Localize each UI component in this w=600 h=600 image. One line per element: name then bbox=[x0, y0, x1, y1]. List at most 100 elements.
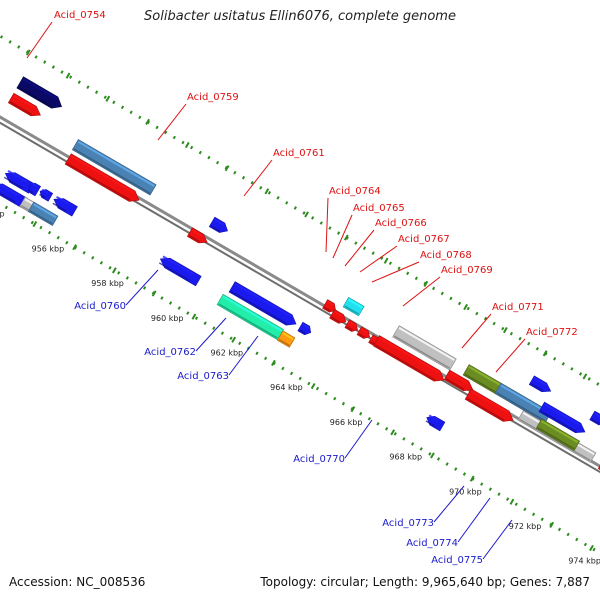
gene-highlight bbox=[302, 323, 310, 329]
gene-label-text: Acid_0763 bbox=[177, 371, 229, 382]
leader-line bbox=[195, 317, 227, 352]
gc-tick bbox=[184, 141, 190, 149]
gene-highlight bbox=[33, 203, 57, 219]
gene-body bbox=[344, 319, 358, 332]
gc-tick bbox=[32, 220, 38, 228]
gene-body bbox=[356, 326, 370, 339]
gene-highlight bbox=[282, 332, 294, 340]
gene-label-text: Acid_0767 bbox=[398, 234, 450, 245]
gene-label-text: Acid_0761 bbox=[273, 148, 325, 159]
gene-label-acid-0763: Acid_0763 bbox=[177, 335, 259, 382]
gene-arrow-blue bbox=[27, 182, 42, 197]
kbp-tick-label: 962 kbp bbox=[211, 348, 244, 357]
gene-shadow bbox=[66, 162, 131, 201]
gene-body bbox=[538, 401, 586, 434]
leader-line bbox=[26, 21, 53, 59]
leader-line bbox=[157, 103, 187, 141]
gene-label-acid-0772: Acid_0772 bbox=[495, 327, 578, 373]
gene-highlight bbox=[347, 298, 363, 309]
gene-shadow bbox=[530, 383, 543, 392]
gc-tick bbox=[145, 118, 150, 125]
gene-shadow bbox=[519, 418, 591, 462]
gc-tick bbox=[151, 290, 157, 297]
gc-tick bbox=[390, 429, 396, 436]
gene-label-text: Acid_0764 bbox=[329, 186, 381, 197]
gene-shadow bbox=[188, 235, 200, 243]
gc-tick bbox=[304, 211, 309, 218]
gene-arrow-navy bbox=[16, 76, 63, 109]
kbp-tick-label: 974 kbp bbox=[568, 557, 600, 566]
gene-label-acid-0767: Acid_0767 bbox=[359, 234, 450, 273]
gene-arrow-blue bbox=[528, 375, 552, 393]
gene-arrow-blue bbox=[39, 188, 54, 202]
gc-tick bbox=[503, 327, 508, 334]
gene-shadow bbox=[20, 205, 31, 212]
leader-line bbox=[359, 245, 398, 273]
gene-shadow bbox=[52, 202, 67, 212]
kbp-tick-label: 960 kbp bbox=[151, 314, 184, 323]
gene-highlight bbox=[378, 336, 440, 374]
gene-arrow-blue bbox=[3, 169, 35, 194]
kbp-tick-label: 954 kbp bbox=[0, 210, 5, 219]
gene-body bbox=[27, 201, 59, 227]
gene-shadow bbox=[374, 344, 436, 381]
gc-tick bbox=[542, 350, 548, 357]
gene-features bbox=[0, 76, 600, 471]
gene-arrow-blue bbox=[538, 401, 586, 434]
gene-shadow bbox=[344, 305, 359, 315]
gene-label-acid-0773: Acid_0773 bbox=[382, 485, 465, 529]
gene-arrow-red bbox=[329, 309, 347, 324]
leader-line bbox=[344, 229, 375, 267]
gc-tick bbox=[112, 267, 117, 274]
gene-body bbox=[535, 418, 581, 451]
gene-arrow-red bbox=[64, 153, 140, 202]
gene-label-acid-0762: Acid_0762 bbox=[144, 317, 227, 358]
leader-line bbox=[371, 261, 420, 283]
gene-body bbox=[53, 198, 78, 217]
kbp-tick-label: 968 kbp bbox=[389, 453, 422, 462]
gene-arrow-red bbox=[344, 319, 358, 332]
gene-shadow bbox=[39, 193, 46, 199]
gene-arrow-red bbox=[373, 335, 445, 382]
gene-label-text: Acid_0772 bbox=[526, 327, 578, 338]
gene-highlight bbox=[360, 328, 368, 334]
gene-shadow bbox=[358, 333, 365, 338]
gene-label-acid-0769: Acid_0769 bbox=[402, 265, 493, 307]
gene-highlight bbox=[540, 420, 579, 444]
gene-shadow bbox=[590, 418, 600, 425]
gene-arrow-blue bbox=[228, 281, 297, 326]
gene-shadow bbox=[330, 316, 340, 323]
gene-highlight bbox=[470, 390, 509, 414]
gene-shadow bbox=[466, 397, 505, 421]
gc-tick bbox=[105, 95, 111, 102]
leader-line bbox=[344, 419, 373, 459]
gene-body bbox=[64, 153, 140, 202]
gene-shadow bbox=[299, 329, 306, 335]
gene-highlight bbox=[24, 198, 35, 206]
gene-body bbox=[16, 76, 63, 109]
gene-shadow bbox=[369, 341, 376, 346]
gene-shadow bbox=[0, 192, 16, 203]
gene-body bbox=[186, 227, 208, 244]
gene-highlight bbox=[7, 169, 27, 183]
leader-line bbox=[482, 519, 513, 560]
gene-highlight bbox=[22, 78, 58, 100]
gc-tick bbox=[72, 244, 78, 251]
gene-arrow-orange bbox=[276, 330, 296, 348]
leader-line bbox=[402, 276, 441, 307]
gene-shadow bbox=[323, 306, 331, 312]
kbp-tick-label: 958 kbp bbox=[91, 279, 124, 288]
gene-label-acid-0768: Acid_0768 bbox=[371, 250, 472, 283]
gene-arrow-red bbox=[464, 388, 514, 422]
leader-line bbox=[228, 335, 259, 376]
gc-tick bbox=[549, 521, 555, 528]
gc-tick bbox=[463, 303, 468, 311]
gene-label-acid-0754: Acid_0754 bbox=[26, 10, 106, 59]
gene-body bbox=[228, 281, 297, 326]
map-title: Solibacter usitatus Ellin6076, complete … bbox=[144, 9, 456, 24]
gc-tick bbox=[430, 452, 435, 459]
gene-body bbox=[71, 139, 157, 196]
gene-body bbox=[329, 309, 347, 324]
gene-body bbox=[159, 257, 202, 287]
